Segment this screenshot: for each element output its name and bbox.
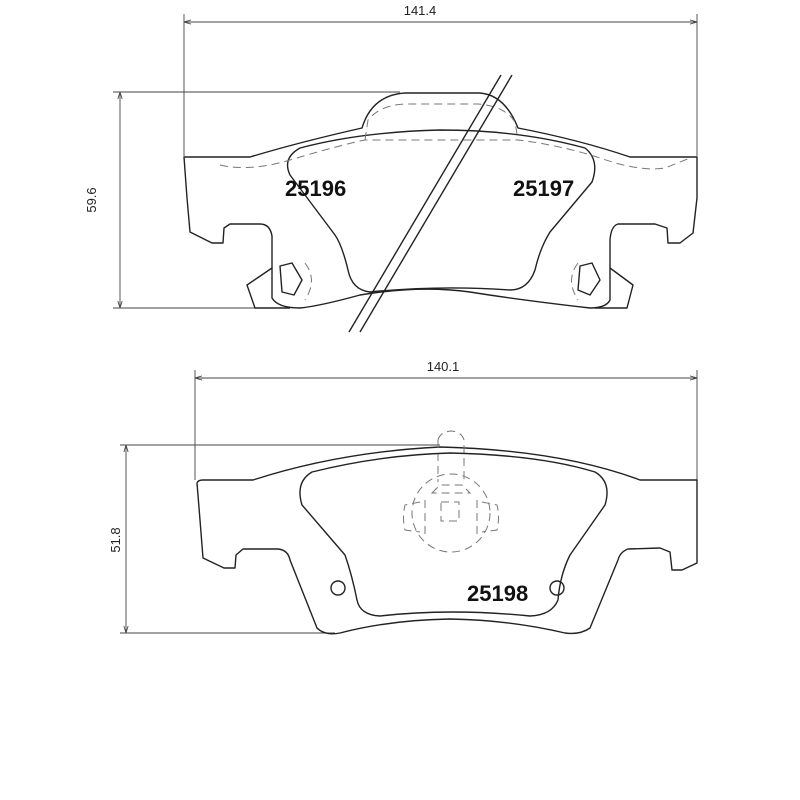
bottom-pad-friction-material — [299, 452, 608, 617]
right-wear-clip-hole — [577, 262, 601, 296]
bottom-width-dimension — [194, 370, 698, 480]
top-pad-backplate — [183, 92, 698, 309]
part-number-25197: 25197 — [513, 176, 574, 201]
part-number-25196: 25196 — [285, 176, 346, 201]
part-number-25198: 25198 — [467, 581, 528, 606]
left-pin-hole — [330, 580, 346, 596]
top-width-dimension — [183, 14, 698, 156]
bottom-height-label: 51.8 — [108, 527, 123, 552]
bottom-pad-backplate — [196, 430, 698, 635]
top-pad-friction-material — [219, 103, 691, 293]
separator-slash — [348, 74, 513, 333]
top-height-dimension — [113, 91, 400, 309]
right-pin-hole — [549, 580, 565, 596]
top-width-label: 141.4 — [404, 3, 437, 18]
left-wear-clip-hole — [279, 262, 303, 296]
bottom-width-label: 140.1 — [427, 359, 460, 374]
bottom-height-dimension — [120, 444, 440, 634]
wear-sensor-clip — [403, 473, 499, 553]
top-height-label: 59.6 — [84, 187, 99, 212]
